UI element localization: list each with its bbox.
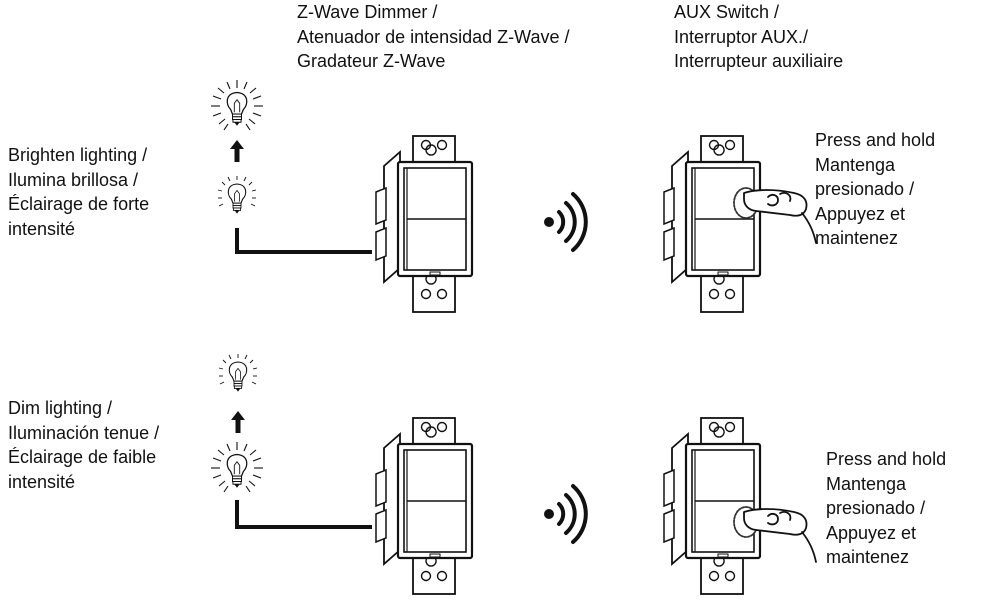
press-hold-label-top: Press and hold Mantenga presionado / App… bbox=[815, 128, 935, 251]
dim-label-line: intensité bbox=[8, 471, 76, 492]
brighten-label-line: Éclairage de forte bbox=[8, 194, 150, 214]
wireless-signal-icon bbox=[542, 484, 588, 544]
wireless-signal-icon bbox=[542, 192, 588, 252]
bulb-bright-icon bbox=[226, 453, 248, 489]
press-hold-line: Mantenga bbox=[815, 154, 896, 175]
brighten-label-line: Brighten lighting / bbox=[8, 145, 148, 165]
dimmer-title-line: Gradateur Z-Wave bbox=[297, 51, 446, 71]
press-hold-line: Appuyez et bbox=[826, 522, 917, 543]
arrow-up-icon bbox=[231, 411, 245, 433]
press-hold-line: presionado / bbox=[815, 179, 915, 199]
press-hold-line: maintenez bbox=[826, 547, 910, 567]
dim-label-line: Dim lighting / bbox=[8, 398, 113, 418]
dimmer-title: Z-Wave Dimmer / Atenuador de intensidad … bbox=[297, 0, 570, 74]
bulb-dim-icon bbox=[228, 361, 248, 393]
press-hold-line: Mantenga bbox=[826, 473, 907, 494]
dimmer-title-line: Atenuador de intensidad Z-Wave / bbox=[297, 26, 570, 47]
aux-switch bbox=[662, 416, 762, 596]
press-hold-line: Press and hold bbox=[826, 449, 947, 469]
dim-label: Dim lighting / Iluminación tenue / Éclai… bbox=[8, 396, 159, 494]
aux-title-line: Interrupteur auxiliaire bbox=[674, 51, 844, 71]
press-hold-line: presionado / bbox=[826, 498, 926, 518]
bulb-dim-icon bbox=[227, 183, 247, 215]
dimmer-title-line: Z-Wave Dimmer / bbox=[297, 2, 438, 22]
aux-title-line: Interruptor AUX./ bbox=[674, 26, 809, 47]
arrow-up-icon bbox=[230, 140, 244, 162]
wire-line bbox=[235, 228, 372, 254]
zwave-dimmer-switch bbox=[374, 134, 474, 314]
press-hold-line: Appuyez et bbox=[815, 203, 906, 224]
aux-switch bbox=[662, 134, 762, 314]
bulb-bright-icon bbox=[226, 91, 248, 127]
brighten-label: Brighten lighting / Ilumina brillosa / É… bbox=[8, 143, 149, 241]
brighten-label-line: intensité bbox=[8, 218, 76, 239]
zwave-dimmer-switch bbox=[374, 416, 474, 596]
press-hold-line: maintenez bbox=[815, 228, 899, 248]
brighten-label-line: Ilumina brillosa / bbox=[8, 169, 139, 190]
aux-title: AUX Switch / Interruptor AUX./ Interrupt… bbox=[674, 0, 843, 74]
press-hold-line: Press and hold bbox=[815, 130, 936, 150]
press-hold-label-bottom: Press and hold Mantenga presionado / App… bbox=[826, 447, 946, 570]
wire-line bbox=[235, 500, 372, 529]
dim-label-line: Iluminación tenue / bbox=[8, 422, 160, 443]
aux-title-line: AUX Switch / bbox=[674, 2, 780, 22]
dim-label-line: Éclairage de faible bbox=[8, 447, 157, 467]
